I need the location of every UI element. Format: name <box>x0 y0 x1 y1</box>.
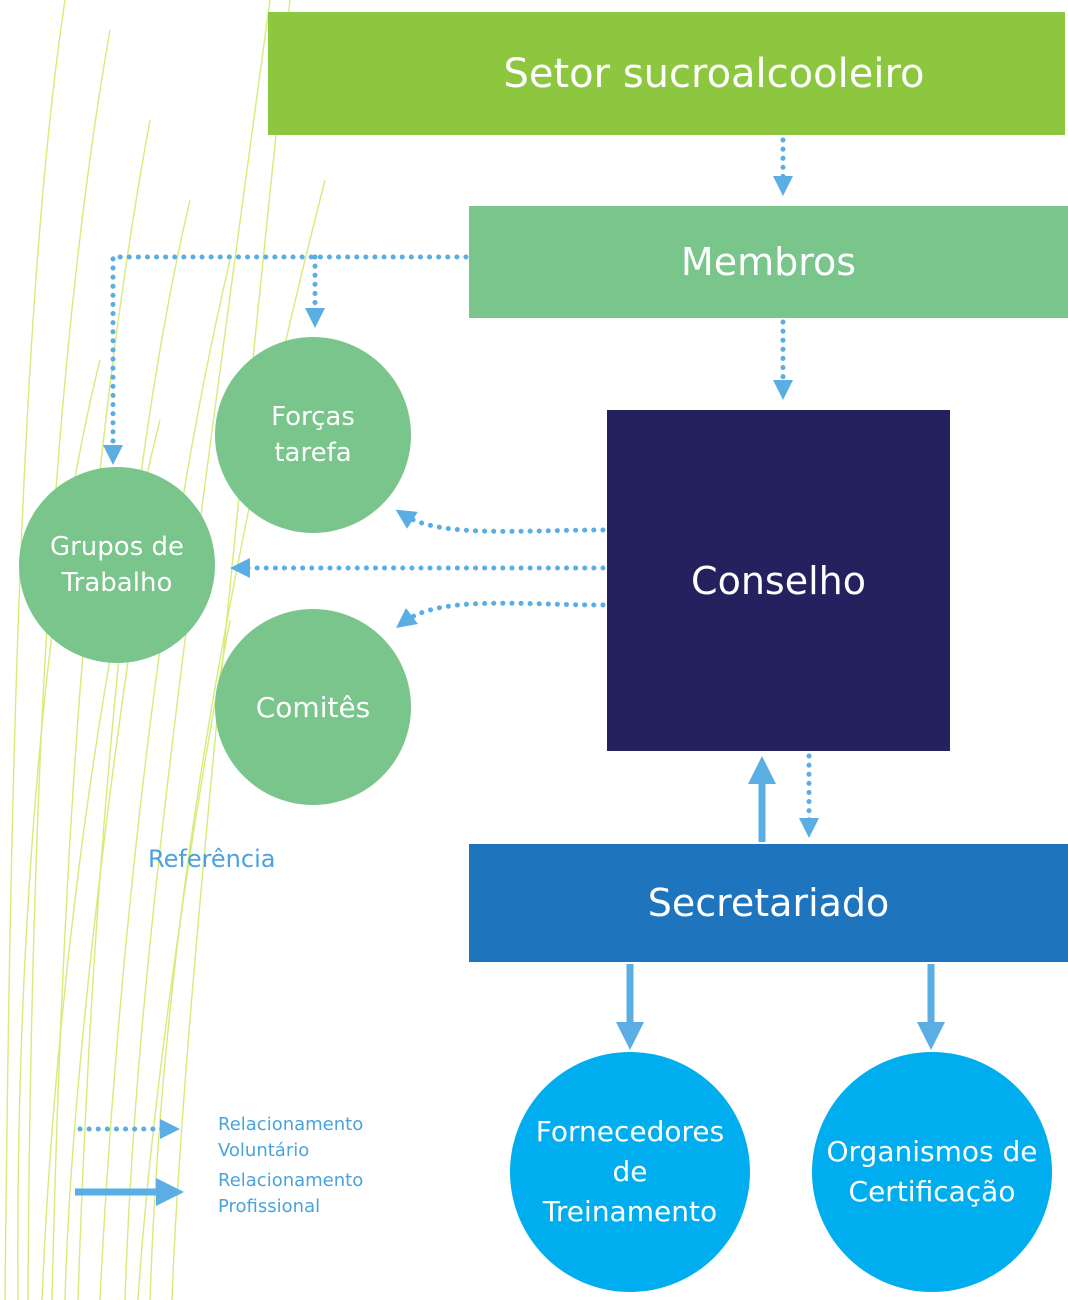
setor-sucroalcooleiro-box: Setor sucroalcooleiro <box>268 12 1065 135</box>
conselho-label: Conselho <box>691 558 866 603</box>
organismos-de-certificacao-circle: Organismos de Certificação <box>812 1052 1052 1292</box>
comites-circle: Comitês <box>215 609 411 805</box>
membros-label: Membros <box>680 240 857 284</box>
forcas-tarefa-circle: Forças tarefa <box>215 337 411 533</box>
grupos-de-trabalho-label: Grupos de Trabalho <box>49 532 185 598</box>
forcas-tarefa-label: Forças tarefa <box>271 402 355 468</box>
legend-profissional-label: Relacionamento Profissional <box>218 1170 364 1217</box>
organismos-label: Organismos de Certificação <box>826 1135 1038 1208</box>
conselho-box: Conselho <box>607 410 950 751</box>
grupos-de-trabalho-circle: Grupos de Trabalho <box>19 467 215 663</box>
secretariado-box: Secretariado <box>469 844 1068 962</box>
fornecedores-de-treinamento-circle: Fornecedores de Treinamento <box>510 1052 750 1292</box>
secretariado-label: Secretariado <box>647 881 890 925</box>
arrow-conselho-to-forcas <box>395 509 606 534</box>
arrow-membros-to-grupos <box>103 254 469 465</box>
legend-title: Referência <box>148 845 276 873</box>
arrow-conselho-to-comites <box>395 600 606 628</box>
fornecedores-label: Fornecedores de Treinamento <box>535 1115 725 1228</box>
setor-label: Setor sucroalcooleiro <box>503 50 925 97</box>
membros-box: Membros <box>469 206 1068 318</box>
legend-voluntario-label: Relacionamento Voluntário <box>218 1114 364 1161</box>
comites-label: Comitês <box>255 690 371 724</box>
